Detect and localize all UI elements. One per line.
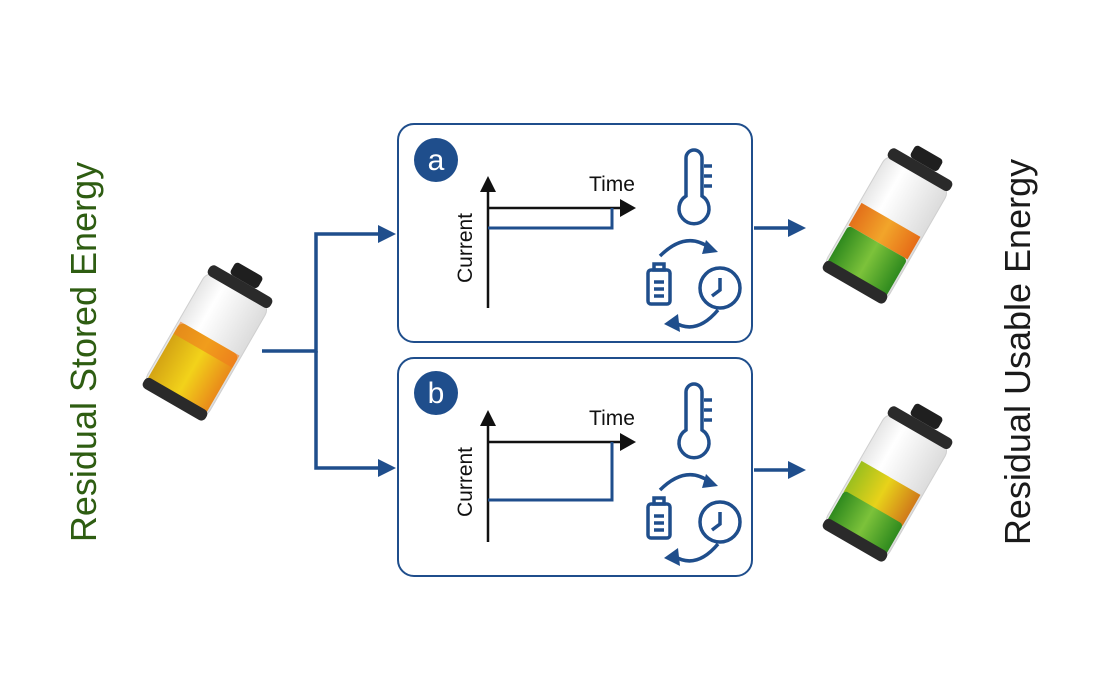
y-axis-arrow-a [480, 176, 496, 192]
x-axis-label-b: Time [589, 407, 635, 430]
output-arrows [754, 226, 790, 472]
right-label: Residual Usable Energy [997, 159, 1038, 545]
badge-b-text: b [428, 377, 445, 410]
battery-icon [646, 496, 672, 540]
x-axis-label-a: Time [589, 173, 635, 196]
x-axis-arrow-a [620, 199, 636, 217]
branch-connector [262, 232, 380, 470]
left-label: Residual Stored Energy [63, 162, 104, 542]
clock-icon [698, 500, 742, 544]
panel-b: b Time Current [397, 357, 753, 577]
x-axis-arrow-b [620, 433, 636, 451]
badge-b [414, 371, 458, 415]
current-profile-a [488, 208, 614, 230]
arrow-head-top [378, 225, 396, 243]
panel-a: a Time Current [397, 123, 753, 343]
clock-icon [698, 266, 742, 310]
thermometer-icon [677, 382, 712, 460]
arrow-head-bottom [378, 459, 396, 477]
thermometer-icon [677, 148, 712, 226]
output-arrow-head-bottom [788, 461, 806, 479]
output-arrow-head-top [788, 219, 806, 237]
badge-a [414, 138, 458, 182]
battery-icon [646, 262, 672, 306]
current-profile-b [488, 442, 614, 502]
y-axis-label-b: Current [454, 447, 477, 517]
battery-icon [822, 145, 953, 304]
battery-icon [142, 262, 273, 421]
badge-a-text: a [428, 144, 445, 177]
y-axis-arrow-b [480, 410, 496, 426]
y-axis-label-a: Current [454, 213, 477, 283]
battery-icon [822, 403, 953, 562]
